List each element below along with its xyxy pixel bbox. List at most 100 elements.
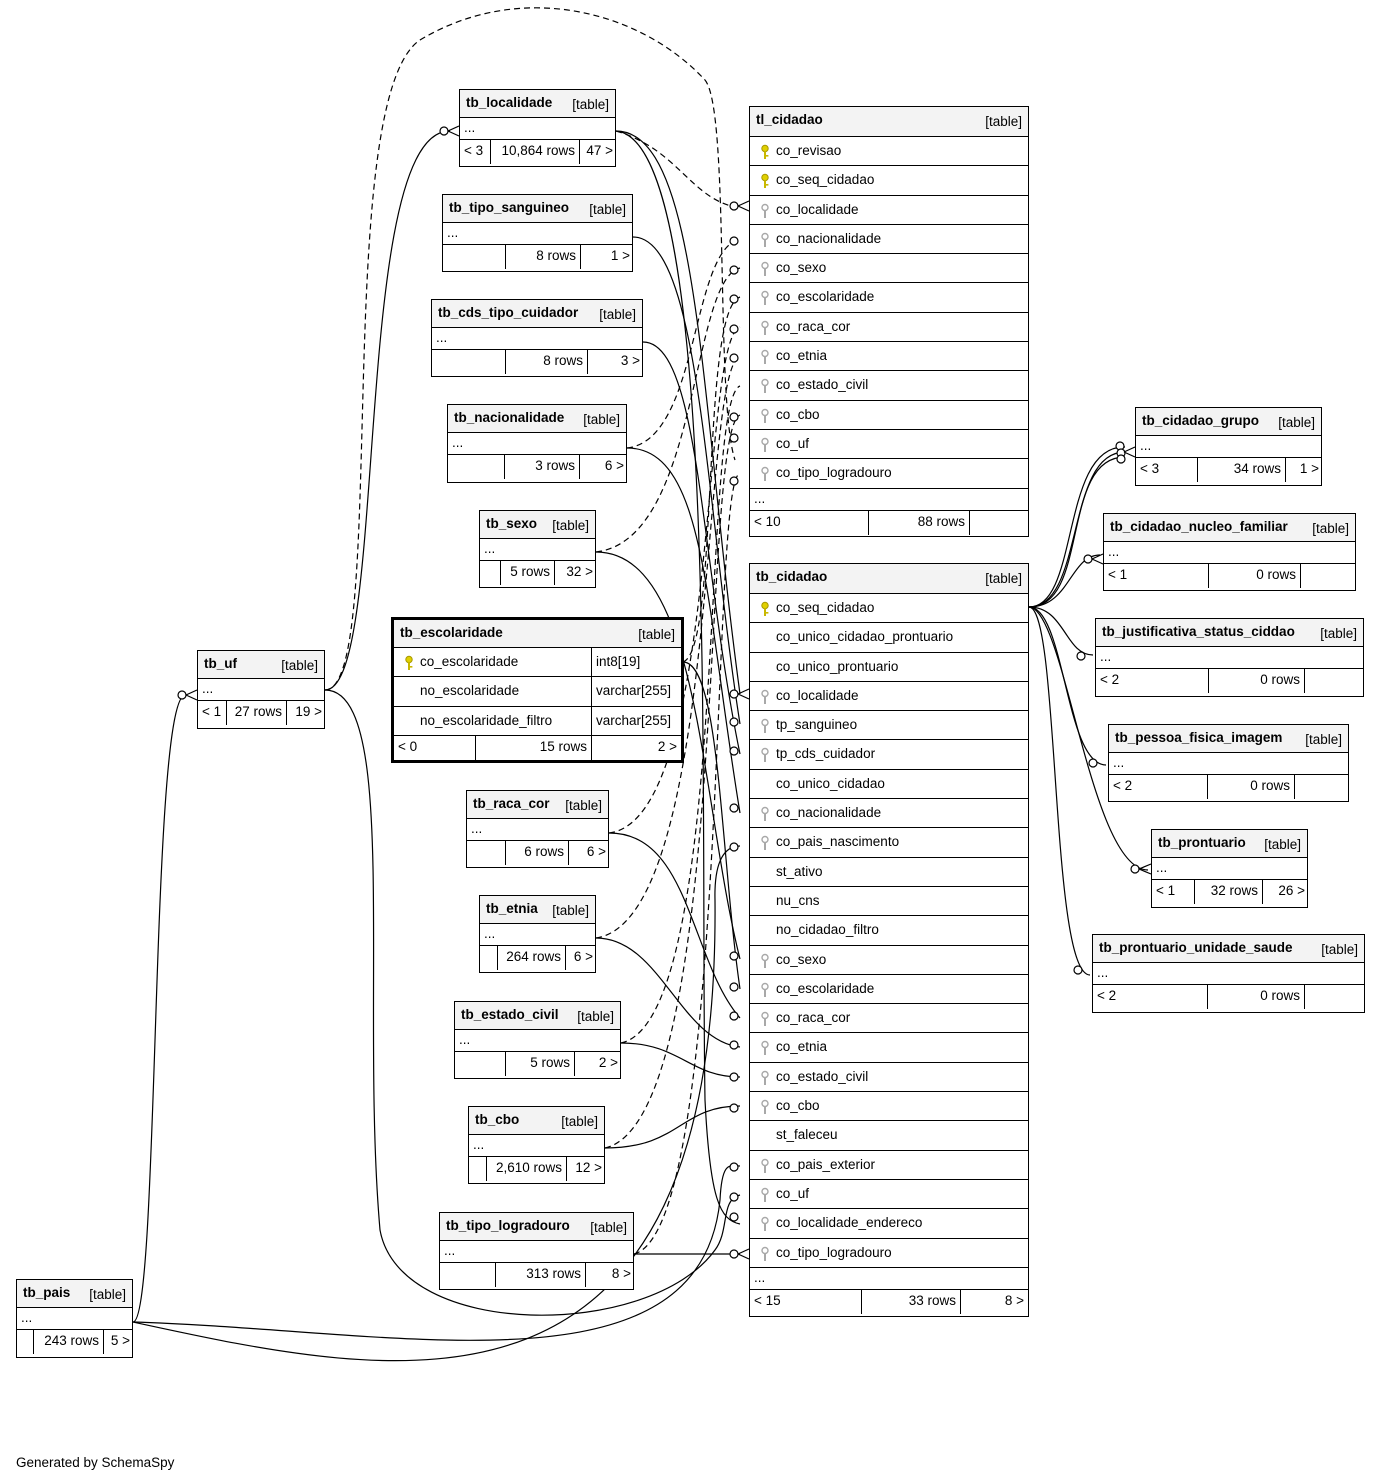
column-row[interactable]: co_pais_exterior xyxy=(750,1151,1028,1180)
parents-count[interactable] xyxy=(448,455,505,479)
column-row[interactable]: co_sexo xyxy=(750,946,1028,975)
column-row[interactable]: co_escolaridade xyxy=(750,975,1028,1005)
column-name[interactable]: co_unico_cidadao_prontuario xyxy=(776,629,954,645)
table-tb-escolaridade[interactable]: tb_escolaridade[table] co_escolaridade i… xyxy=(391,617,684,763)
column-row[interactable]: co_estado_civil xyxy=(750,1063,1028,1093)
table-name[interactable]: tb_etnia xyxy=(486,901,538,916)
table-tb-raca-cor[interactable]: tb_raca_cor[table] ... 6 rows 6 > xyxy=(466,790,609,868)
column-name[interactable]: co_raca_cor xyxy=(776,1010,851,1026)
column-row[interactable]: co_pais_nascimento xyxy=(750,828,1028,858)
column-name[interactable]: co_pais_nascimento xyxy=(776,834,900,850)
table-tb-cidadao-nucleo-familiar[interactable]: tb_cidadao_nucleo_familiar[table] ... < … xyxy=(1103,513,1356,591)
children-count[interactable]: 3 > xyxy=(620,353,640,368)
column-row[interactable]: co_unico_cidadao xyxy=(750,770,1028,800)
table-tb-etnia[interactable]: tb_etnia[table] ... 264 rows 6 > xyxy=(479,895,596,973)
table-name[interactable]: tb_cidadao_nucleo_familiar xyxy=(1110,519,1288,534)
column-row[interactable]: co_nacionalidade xyxy=(750,225,1028,255)
table-tb-localidade[interactable]: tb_localidade[table] ... < 3 10,864 rows… xyxy=(459,89,616,167)
parents-count[interactable]: < 3 xyxy=(460,140,491,164)
parents-count[interactable] xyxy=(469,1157,487,1181)
parents-count[interactable] xyxy=(440,1263,496,1287)
column-name[interactable]: co_seq_cidadao xyxy=(776,600,875,615)
column-row[interactable]: co_localidade xyxy=(750,196,1028,225)
column-row[interactable]: tp_sanguineo xyxy=(750,711,1028,741)
column-name[interactable]: co_uf xyxy=(776,1185,810,1201)
table-name[interactable]: tb_uf xyxy=(204,656,237,671)
table-name[interactable]: tb_cidadao_grupo xyxy=(1142,413,1260,428)
column-name[interactable]: co_localidade_endereco xyxy=(776,1215,923,1231)
column-name[interactable]: co_localidade xyxy=(776,687,859,703)
children-count[interactable]: 19 > xyxy=(295,704,322,719)
column-row[interactable]: co_unico_cidadao_prontuario xyxy=(750,623,1028,653)
column-row[interactable]: co_seq_cidadao xyxy=(750,166,1028,196)
column-row[interactable]: co_uf xyxy=(750,430,1028,460)
column-row[interactable]: co_raca_cor xyxy=(750,1004,1028,1034)
parents-count[interactable] xyxy=(455,1052,506,1076)
column-name[interactable]: co_escolaridade xyxy=(420,654,519,669)
column-row[interactable]: co_revisao xyxy=(750,137,1028,167)
table-name[interactable]: tb_cbo xyxy=(475,1112,520,1127)
parents-count[interactable] xyxy=(432,350,506,374)
table-name[interactable]: tb_nacionalidade xyxy=(454,410,565,425)
parents-count[interactable]: < 2 xyxy=(1093,985,1208,1009)
children-count[interactable] xyxy=(970,511,1028,535)
children-count[interactable]: 8 > xyxy=(611,1266,631,1281)
children-count[interactable]: 6 > xyxy=(573,949,593,964)
column-name[interactable]: co_estado_civil xyxy=(776,1068,869,1084)
table-name[interactable]: tb_pessoa_fisica_imagem xyxy=(1115,730,1283,745)
table-name[interactable]: tb_tipo_sanguineo xyxy=(449,200,570,215)
column-row[interactable]: co_escolaridade xyxy=(750,283,1028,313)
table-name[interactable]: tb_cidadao xyxy=(756,569,828,584)
children-count[interactable]: 6 > xyxy=(586,844,606,859)
column-name[interactable]: co_etnia xyxy=(776,348,828,364)
column-row[interactable]: st_faleceu xyxy=(750,1121,1028,1151)
column-name[interactable]: co_etnia xyxy=(776,1039,828,1055)
children-count[interactable]: 2 > xyxy=(657,738,677,754)
children-count[interactable]: 2 > xyxy=(598,1055,618,1070)
table-name[interactable]: tb_prontuario xyxy=(1158,835,1246,850)
parents-count[interactable]: < 2 xyxy=(1096,669,1209,693)
parents-count[interactable] xyxy=(467,841,506,865)
table-tb-cidadao-grupo[interactable]: tb_cidadao_grupo[table] ... < 3 34 rows … xyxy=(1135,407,1322,486)
children-count[interactable]: 47 > xyxy=(586,143,613,158)
column-row[interactable]: co_etnia xyxy=(750,342,1028,372)
table-name[interactable]: tb_tipo_logradouro xyxy=(446,1218,570,1233)
parents-count[interactable] xyxy=(480,946,498,970)
table-tb-nacionalidade[interactable]: tb_nacionalidade[table] ... 3 rows 6 > xyxy=(447,404,627,483)
table-tb-prontuario[interactable]: tb_prontuario[table] ... < 1 32 rows 26 … xyxy=(1151,829,1308,908)
table-name[interactable]: tl_cidadao xyxy=(756,112,823,127)
table-tb-estado-civil[interactable]: tb_estado_civil[table] ... 5 rows 2 > xyxy=(454,1001,621,1079)
column-row[interactable]: co_uf xyxy=(750,1180,1028,1210)
column-name[interactable]: co_sexo xyxy=(776,260,827,276)
column-row[interactable]: nu_cns xyxy=(750,887,1028,917)
column-row[interactable]: co_estado_civil xyxy=(750,371,1028,401)
column-name[interactable]: co_unico_prontuario xyxy=(776,658,899,674)
column-row[interactable]: co_tipo_logradouro xyxy=(750,1239,1028,1268)
children-count[interactable]: 26 > xyxy=(1278,883,1305,898)
children-count[interactable]: 1 > xyxy=(1299,461,1319,476)
table-tb-uf[interactable]: tb_uf[table] ... < 1 27 rows 19 > xyxy=(197,650,325,729)
column-name[interactable]: co_nacionalidade xyxy=(776,805,882,821)
column-name[interactable]: co_raca_cor xyxy=(776,318,851,334)
children-count[interactable]: 8 > xyxy=(1004,1292,1024,1308)
column-name[interactable]: co_cbo xyxy=(776,406,820,422)
parents-count[interactable]: < 1 xyxy=(1152,880,1195,904)
column-row[interactable]: co_etnia xyxy=(750,1033,1028,1063)
column-name[interactable]: co_nacionalidade xyxy=(776,230,882,246)
column-name[interactable]: tp_sanguineo xyxy=(776,717,858,733)
column-row[interactable]: st_ativo xyxy=(750,858,1028,887)
column-row[interactable]: co_localidade xyxy=(750,682,1028,712)
children-count[interactable] xyxy=(1301,564,1357,588)
children-count[interactable]: 12 > xyxy=(575,1160,602,1175)
table-tb-pais[interactable]: tb_pais[table] ... 243 rows 5 > xyxy=(16,1279,133,1358)
column-row[interactable]: co_nacionalidade xyxy=(750,799,1028,829)
table-name[interactable]: tb_sexo xyxy=(486,516,538,531)
column-name[interactable]: co_seq_cidadao xyxy=(776,172,875,188)
column-name[interactable]: co_unico_cidadao xyxy=(776,775,885,791)
table-tb-tipo-logradouro[interactable]: tb_tipo_logradouro[table] ... 313 rows 8… xyxy=(439,1212,634,1290)
children-count[interactable] xyxy=(1305,669,1365,693)
parents-count[interactable]: < 10 xyxy=(750,510,869,535)
column-name[interactable]: co_estado_civil xyxy=(776,377,869,393)
column-name[interactable]: co_sexo xyxy=(776,951,827,967)
